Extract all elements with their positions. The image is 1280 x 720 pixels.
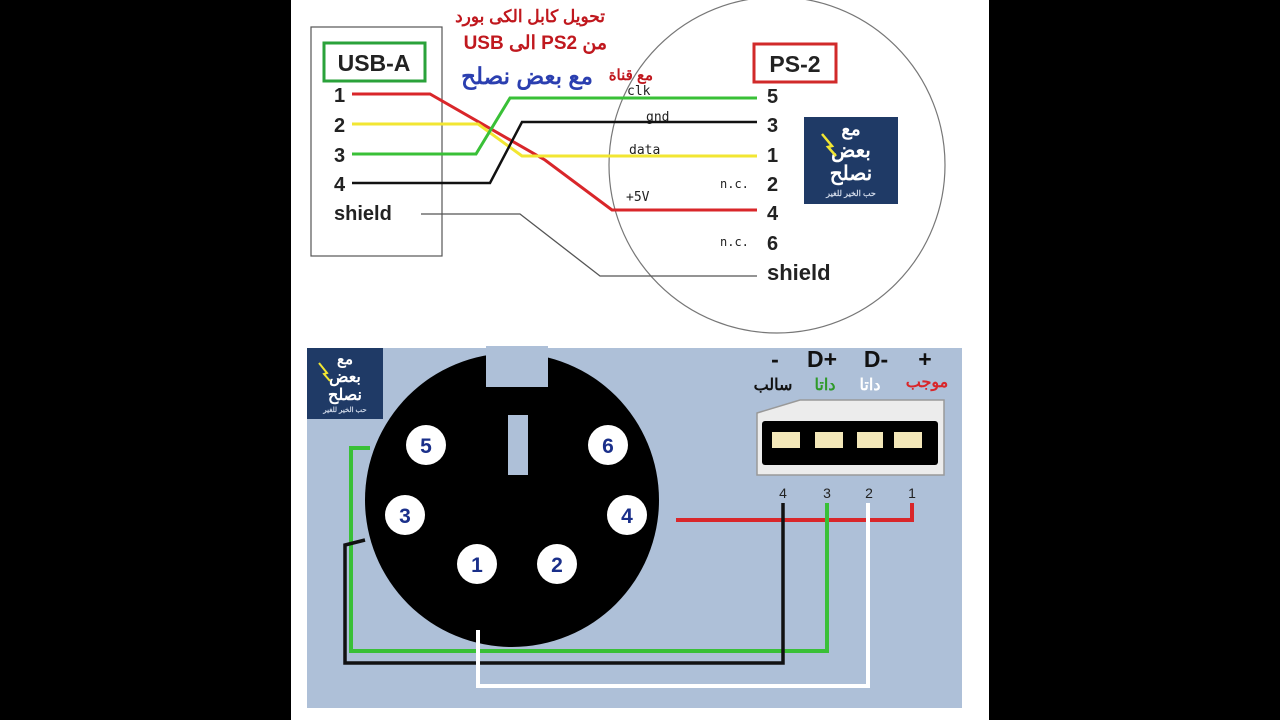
usb-pin-4: 4 (334, 174, 346, 196)
usb-contact-3 (815, 432, 843, 448)
usb-contact-2 (857, 432, 883, 448)
din-pin-1: 1 (457, 544, 497, 584)
usb-pin-3: 3 (334, 145, 345, 167)
pin-number: 1 (471, 554, 483, 577)
title-line-1: تحويل كابل الكى بورد (455, 7, 605, 27)
usb-pin-2: 2 (334, 115, 345, 137)
logo-tagline: حب الخير للغير (825, 189, 876, 199)
din-pin-4: 4 (607, 495, 647, 535)
ps2-pin-4: 4 (767, 203, 779, 225)
logo-line-3: نصلح (328, 387, 362, 405)
signal-nc-1: n.c. (720, 177, 749, 191)
pin-circle (457, 544, 497, 584)
wire-black-gnd (343, 503, 785, 665)
usb-pin-number-4: 4 (779, 485, 787, 501)
signal-data: data (629, 143, 660, 158)
ps2-pin-3: 3 (767, 115, 778, 137)
usb-caption-plus: موجب (906, 374, 948, 392)
wire-green-clk (352, 96, 757, 156)
wire-red-vcc (676, 503, 914, 522)
logo-background (804, 117, 898, 204)
logo-tagline: حب الخير للغير (322, 406, 366, 414)
usb-a-outline (310, 26, 443, 257)
logo-line-3: نصلح (830, 163, 872, 186)
pin-number: 5 (420, 435, 432, 458)
wire-green-dplus (349, 446, 829, 653)
ps2-pin-5: 5 (767, 86, 778, 108)
title-channel-name: مع بعض نصلح (461, 63, 593, 91)
din-key-slot (508, 415, 528, 475)
ps2-pin-shield: shield (767, 260, 831, 285)
usb-pin-number-1: 1 (908, 485, 916, 501)
usb-contact-4 (772, 432, 800, 448)
din-pin-6: 6 (588, 425, 628, 465)
ps2-pin-2: 2 (767, 174, 778, 196)
signal-clk: clk (627, 84, 651, 99)
ps2-pin-6: 6 (767, 233, 778, 255)
title-line-3-prefix: مع قناة (609, 67, 653, 84)
logo-background (307, 348, 383, 419)
usb-header-plus: + (918, 346, 931, 372)
pin-number: 3 (399, 505, 411, 528)
ps2-circle-outline (608, 0, 946, 334)
pin-circle (607, 495, 647, 535)
wire-yellow-data (352, 122, 757, 158)
usb-pin-1: 1 (334, 85, 345, 107)
wire-red-5v (352, 92, 757, 212)
title-line-2: USB الى PS2 من (464, 33, 607, 54)
usb-a-label-box (322, 41, 427, 83)
logo-bolt-icon (318, 362, 331, 382)
usb-pin-number-3: 3 (823, 485, 831, 501)
pin-circle (588, 425, 628, 465)
logo-line-1: مع (841, 119, 860, 140)
din-pin-3: 3 (385, 495, 425, 535)
din-top-notch (486, 346, 548, 387)
usb-header-dplus: D+ (807, 346, 837, 372)
usb-contact-1 (894, 432, 922, 448)
usb-caption-dminus: داتا (860, 377, 881, 394)
usb-header-minus: - (771, 346, 779, 372)
logo-line-2: بعض (831, 140, 871, 163)
signal-nc-2: n.c. (720, 235, 749, 249)
pin-number: 6 (602, 435, 614, 458)
usb-pin-number-2: 2 (865, 485, 873, 501)
usb-pin-shield: shield (334, 203, 392, 225)
din-pin-5: 5 (406, 425, 446, 465)
wire-black-gnd (352, 120, 757, 185)
pin-circle (406, 425, 446, 465)
pin-circle (537, 544, 577, 584)
usb-caption-minus: سالب (754, 377, 793, 394)
usb-caption-dplus: داتا (815, 377, 836, 394)
usb-a-connector (756, 399, 945, 476)
pin-circle (385, 495, 425, 535)
logo-line-1: مع (337, 351, 353, 368)
ps2-label-box (752, 42, 838, 84)
wire-shield (421, 213, 757, 277)
pin-number: 2 (551, 554, 563, 577)
logo-bolt-icon (821, 133, 837, 157)
ps2-din-connector (365, 353, 659, 647)
logo-line-2: بعض (329, 369, 361, 387)
channel-logo-top: مع بعض نصلح حب الخير للغير (804, 117, 898, 204)
ps2-pin-1: 1 (767, 145, 778, 167)
channel-logo-bottom: مع بعض نصلح حب الخير للغير (307, 348, 383, 419)
signal-5v: +5V (626, 190, 650, 205)
bottom-diagram: 5 6 3 4 1 2 (307, 346, 962, 708)
pin-number: 4 (621, 505, 633, 528)
ps2-label: PS-2 (769, 51, 820, 77)
usb-a-label: USB-A (338, 50, 411, 76)
top-diagram: USB-A PS-2 تحويل كابل الكى بورد USB الى … (310, 0, 946, 334)
usb-header-dminus: D- (864, 346, 888, 372)
din-pin-2: 2 (537, 544, 577, 584)
wire-white-dminus (476, 503, 870, 688)
